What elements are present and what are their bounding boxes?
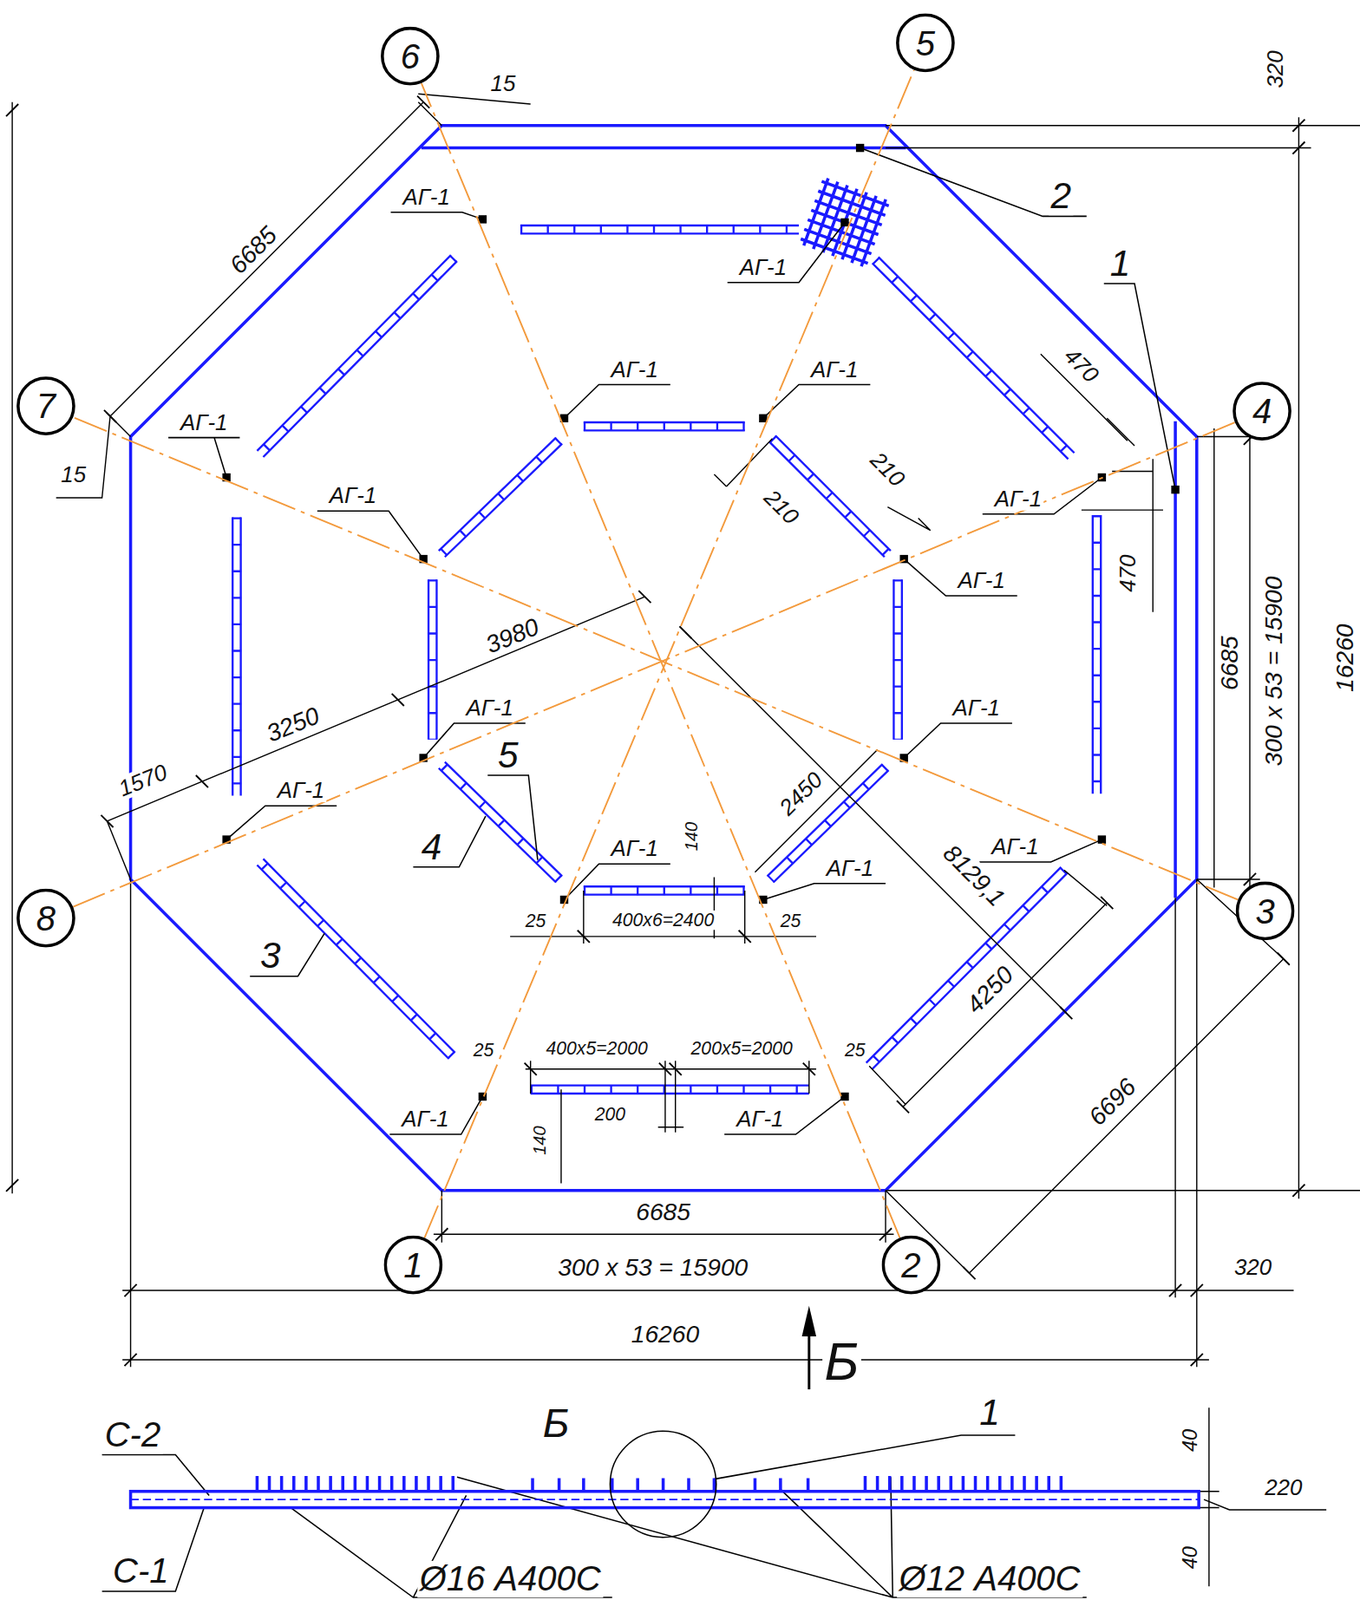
dimension-text: 200х5=2000: [688, 1039, 795, 1059]
dimension-text: 15: [488, 71, 518, 96]
dimension-text: 210: [758, 483, 805, 530]
dimension-text: 16260: [628, 1321, 701, 1348]
dimension-text: 3: [258, 936, 283, 975]
axis-number: 6: [380, 39, 440, 74]
dimension-text: АГ-1: [992, 487, 1044, 511]
dimension-text: 15: [58, 462, 89, 486]
dimension-text: 4250: [960, 960, 1020, 1020]
dimension-text: АГ-1: [809, 357, 861, 381]
dimension-text: Б: [822, 1333, 862, 1390]
dimension-text: 320: [1232, 1255, 1275, 1279]
leader-lines: [102, 148, 1328, 1599]
dimension-text: Б: [540, 1401, 571, 1445]
dimension-text: АГ-1: [464, 696, 516, 720]
axis-line: [425, 70, 915, 1238]
dimension-ticks: [6, 96, 1305, 1367]
dimension-text: 4: [418, 827, 444, 866]
dimension-text: 200: [592, 1105, 628, 1125]
axis-bubble: 2: [881, 1235, 941, 1295]
dimension-text: 220: [1262, 1475, 1305, 1499]
axis-line: [72, 422, 1235, 907]
axis-bubble: 3: [1235, 881, 1295, 941]
axis-bubble: 8: [16, 889, 76, 949]
axis-bubble: 5: [895, 13, 955, 72]
axis-number: 5: [895, 25, 955, 60]
dimension-text: 400х6=2400: [610, 910, 717, 930]
dimension-text: 1: [1107, 243, 1132, 282]
axis-number: 1: [383, 1248, 443, 1283]
dimension-text: 3250: [261, 701, 326, 748]
dimension-text: Ø16 А400С: [417, 1561, 603, 1598]
dimension-text: АГ-1: [989, 835, 1041, 859]
slab-outline: [130, 125, 1197, 1191]
axis-number: 3: [1235, 893, 1295, 929]
dimension-text: АГ-1: [823, 856, 876, 880]
dimension-text: 16260: [1332, 621, 1359, 694]
dimension-text: С-1: [111, 1553, 171, 1590]
dimension-text: 320: [1263, 48, 1288, 91]
axis-number: 8: [16, 901, 76, 936]
dimension-text: 470: [1058, 342, 1105, 389]
axis-number: 4: [1232, 393, 1292, 429]
dimension-text: 2: [1048, 176, 1073, 216]
axis-bubble: 1: [383, 1235, 443, 1295]
dimension-text: 40: [1179, 1544, 1202, 1572]
dimension-text: 2450: [773, 766, 829, 822]
dimension-text: 140: [682, 820, 701, 854]
dimension-lines: [12, 93, 1360, 1587]
dimension-text: Ø12 А400С: [896, 1561, 1083, 1598]
dimension-text: АГ-1: [400, 184, 452, 209]
dimension-text: АГ-1: [274, 778, 327, 803]
dimension-text: 6685: [634, 1199, 694, 1226]
axis-number: 2: [881, 1248, 941, 1283]
dimension-text: АГ-1: [399, 1107, 452, 1132]
dimension-text: 25: [843, 1040, 868, 1060]
axis-bubble: 7: [16, 376, 76, 436]
axis-bubble: 4: [1232, 381, 1292, 441]
dimension-text: С-2: [102, 1417, 163, 1454]
dimension-text: 6685: [1216, 634, 1243, 694]
dimension-text: 400х5=2000: [543, 1039, 650, 1059]
dimension-text: АГ-1: [608, 357, 661, 381]
dimension-text: 300 х 53 = 15900: [555, 1254, 751, 1281]
dimension-text: 5: [496, 735, 521, 774]
axis-bubble: 6: [380, 26, 440, 86]
dimension-text: 6685: [222, 220, 283, 281]
dimension-text: 210: [864, 446, 911, 493]
dimension-text: АГ-1: [734, 1107, 786, 1132]
mesh-sample: [798, 176, 891, 269]
section-view: [130, 1476, 1200, 1508]
dimension-text: 470: [1115, 552, 1139, 595]
dimension-text: АГ-1: [326, 483, 379, 508]
section-arrow: [802, 1306, 817, 1390]
anchor-points: [222, 143, 1179, 1101]
axis-line: [72, 417, 1238, 900]
dimension-text: АГ-1: [737, 255, 789, 280]
dimension-text: 1: [977, 1393, 1002, 1432]
dimension-text: 25: [523, 911, 548, 931]
dimension-text: АГ-1: [955, 568, 1007, 593]
dimension-text: АГ-1: [178, 410, 230, 434]
dimension-text: 1570: [113, 759, 173, 803]
axis-number: 7: [16, 388, 76, 424]
detail-circle: [609, 1431, 716, 1537]
dimension-text: АГ-1: [950, 696, 1002, 720]
dimension-text: АГ-1: [608, 836, 661, 861]
dimension-text: 6696: [1082, 1072, 1143, 1132]
dimension-text: 25: [778, 911, 803, 931]
dimension-text: 25: [470, 1040, 496, 1060]
dimension-text: 40: [1179, 1426, 1202, 1454]
dimension-text: 300 х 53 = 15900: [1260, 574, 1287, 769]
dimension-text: 140: [531, 1124, 550, 1158]
